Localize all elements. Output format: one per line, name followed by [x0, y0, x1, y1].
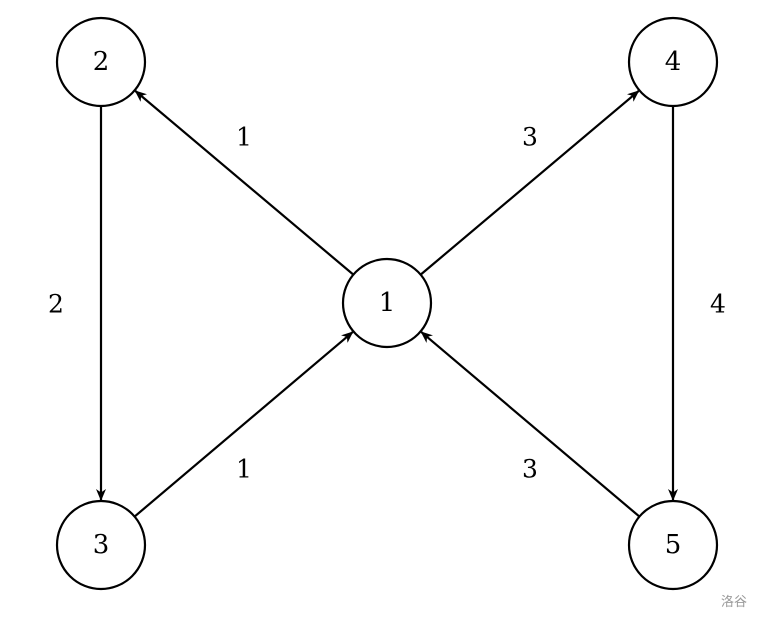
node-circle-4 — [627, 16, 719, 108]
node-label-3: 3 — [93, 530, 110, 560]
edge-weight-1-to-2: 1 — [236, 123, 252, 152]
node-1: 1 — [341, 257, 433, 349]
nodes-layer: 1 2 3 4 5 — [55, 16, 719, 591]
edge-weight-1-to-4: 3 — [522, 123, 538, 152]
edge-1-to-4 — [419, 90, 640, 276]
node-4: 4 — [627, 16, 719, 108]
edge-weights-layer: 1 2 1 3 4 3 — [48, 123, 726, 484]
node-3: 3 — [55, 499, 147, 591]
edge-weight-3-to-1: 1 — [236, 455, 252, 484]
node-5: 5 — [627, 499, 719, 591]
edge-weight-5-to-1: 3 — [522, 455, 538, 484]
node-label-1: 1 — [379, 288, 396, 318]
edge-3-to-1 — [133, 331, 354, 518]
node-2: 2 — [55, 16, 147, 108]
node-label-4: 4 — [665, 47, 682, 77]
node-circle-3 — [55, 499, 147, 591]
node-circle-1 — [341, 257, 433, 349]
edge-weight-4-to-5: 4 — [710, 290, 726, 319]
node-circle-5 — [627, 499, 719, 591]
edge-5-to-1 — [420, 331, 641, 518]
node-circle-2 — [55, 16, 147, 108]
node-label-2: 2 — [93, 47, 110, 77]
edge-1-to-2 — [134, 90, 355, 276]
edge-weight-2-to-3: 2 — [48, 290, 64, 319]
node-label-5: 5 — [665, 530, 682, 560]
watermark-text: 洛谷 — [721, 595, 747, 610]
edges-layer — [96, 90, 678, 518]
